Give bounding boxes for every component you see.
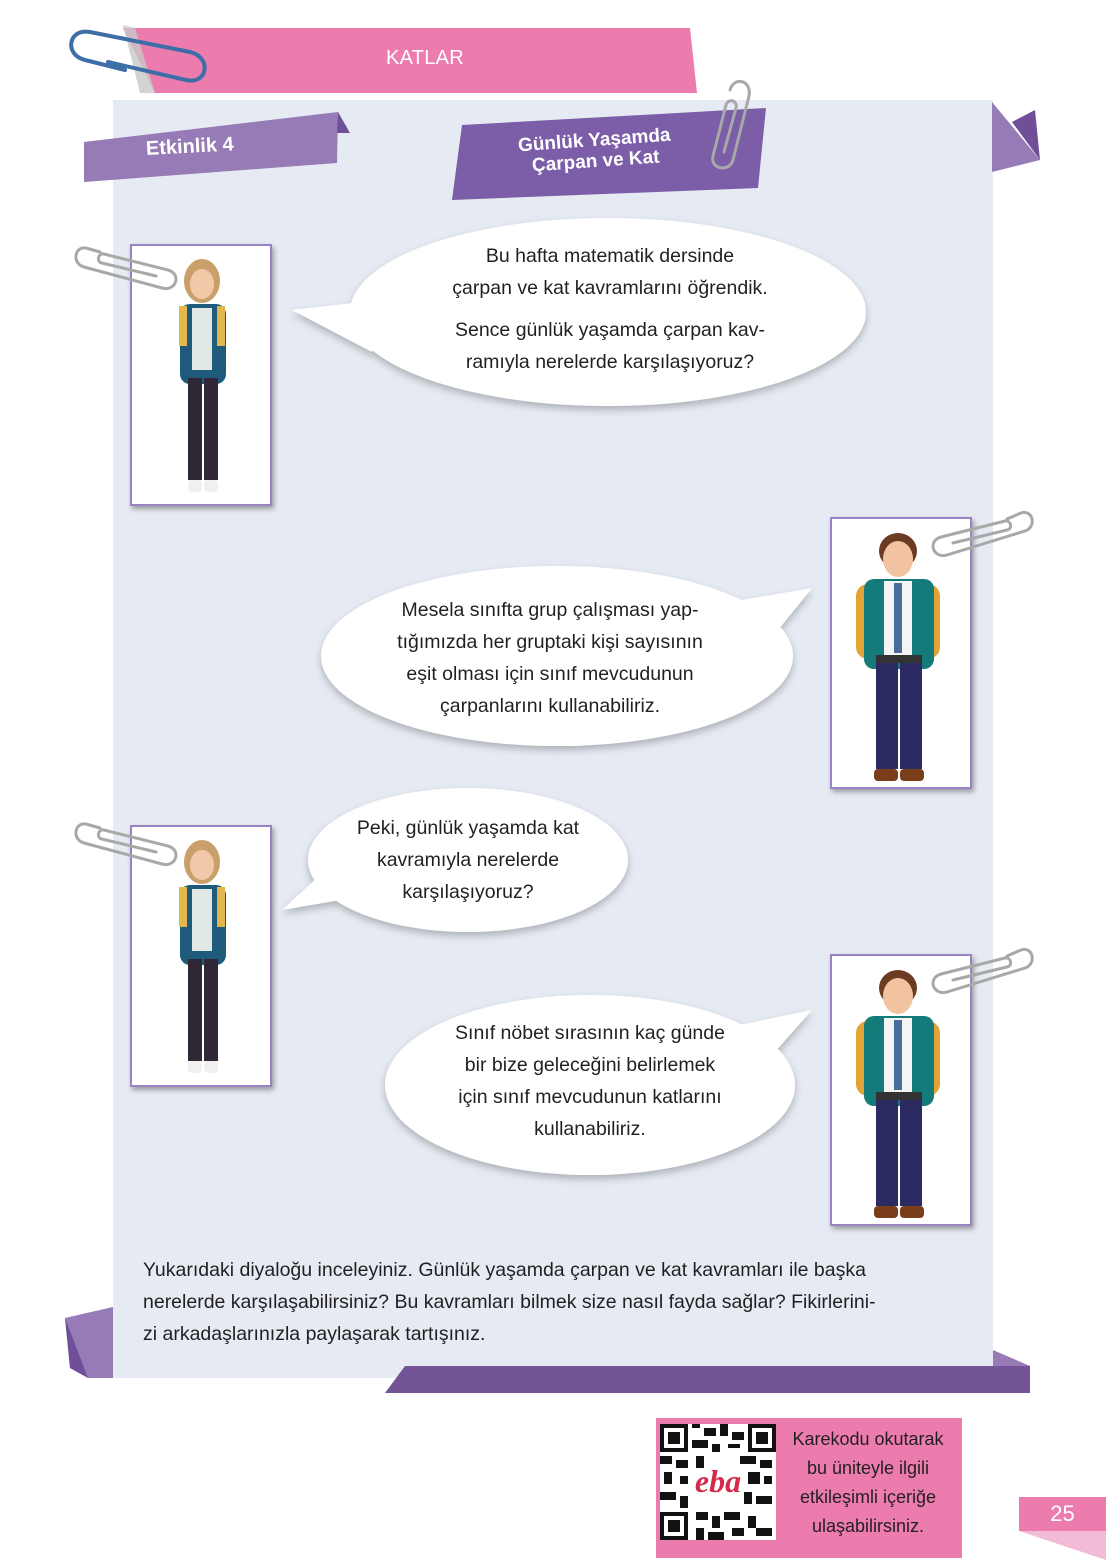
paperclip-icon [931,510,1034,558]
qr-caption-line: etkileşimli içeriğe [799,1487,937,1507]
bubble-line: Mesela sınıfta grup çalışması yap- [401,599,699,621]
bubble-line: bir bize geleceğini belirlemek [464,1054,716,1076]
qr-code-icon[interactable]: eba [660,1424,776,1540]
bubble-line: için sınıf mevcudunun katlarını [458,1086,722,1108]
girl-photo [130,825,272,1087]
header-banner [69,25,697,93]
girl-photo [130,244,272,506]
bubble-line: kavramıyla nerelerde [376,849,560,871]
bubble-line: karşılaşıyoruz? [402,881,534,903]
qr-caption: Karekodu okutarak bu üniteyle ilgili etk… [780,1425,956,1541]
instruction-line: zi arkadaşlarınızla paylaşarak tartışını… [143,1323,486,1345]
instructions-paragraph: Yukarıdaki diyaloğu inceleyiniz. Günlük … [143,1254,973,1350]
page-number-fold [1019,1531,1106,1560]
chapter-title: KATLAR [385,47,465,69]
paperclip-icon [74,246,178,291]
paperclip-icon [69,29,207,83]
boy-photo [830,954,972,1226]
bubble-line: ramıyla nerelerde karşılaşıyoruz? [465,351,755,373]
instruction-line: nerelerde karşılaşabilirsiniz? Bu kavram… [143,1291,876,1313]
speech-bubble-1: Bu hafta matematik dersinde çarpan ve ka… [380,240,840,378]
speech-bubble-2: Mesela sınıfta grup çalışması yap- tığım… [340,594,760,722]
boy-figure [856,533,940,781]
bubble-line: çarpanlarını kullanabiliriz. [439,695,661,717]
qr-caption-line: bu üniteyle ilgili [806,1458,930,1478]
paperclip-icon [74,822,178,867]
instruction-line: Yukarıdaki diyaloğu inceleyiniz. Günlük … [143,1259,866,1281]
bubble-line: tığımızda her gruptaki kişi sayısının [397,631,703,653]
bubble-line: eşit olması için sınıf mevcudunun [406,663,694,685]
paperclip-icon [931,947,1034,995]
bubble-line: çarpan ve kat kavramlarını öğrendik. [452,277,768,299]
bubble-line: Bu hafta matematik dersinde [485,245,735,267]
bubble-line: kullanabiliriz. [534,1118,646,1140]
qr-caption-line: ulaşabilirsiniz. [811,1516,925,1536]
boy-figure [856,970,940,1218]
page-number: 25 [1019,1497,1106,1531]
bubble-line: Peki, günlük yaşamda kat [356,817,580,839]
qr-caption-line: Karekodu okutarak [792,1429,944,1449]
girl-figure [179,840,226,1073]
speech-bubble-4: Sınıf nöbet sırasının kaç günde bir bize… [405,1017,775,1145]
bubble-line: Sınıf nöbet sırasının kaç günde [455,1022,725,1044]
eba-logo: eba [695,1463,741,1499]
boy-photo [830,517,972,789]
bubble-line: Sence günlük yaşamda çarpan kav- [454,319,765,341]
girl-figure [179,259,226,492]
speech-bubble-3: Peki, günlük yaşamda kat kavramıyla nere… [318,812,618,908]
paperclip-icon [711,80,751,170]
